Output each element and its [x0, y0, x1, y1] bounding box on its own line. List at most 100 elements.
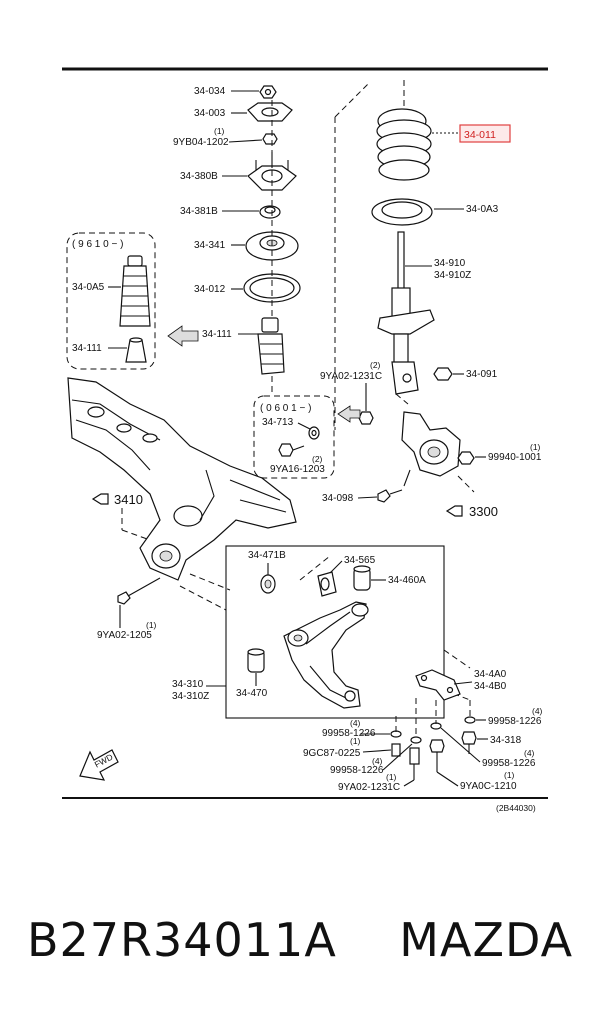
qty-9yb04: (1)	[214, 126, 225, 136]
qty-99958-d: (4)	[372, 756, 383, 766]
control-arm-box	[225, 545, 445, 719]
qty-99940: (1)	[530, 442, 541, 452]
bushing-34-565[interactable]	[317, 571, 337, 597]
label-34-012[interactable]: 34-012	[194, 284, 226, 295]
qty-9gc87: (1)	[350, 736, 361, 746]
label-34-310[interactable]: 34-310	[172, 679, 204, 690]
qty-9ya0c: (1)	[504, 770, 515, 780]
bolt-9ya16-1203[interactable]	[278, 443, 305, 457]
range-9610: ( 9 6 1 0 − )	[72, 239, 123, 250]
bolt-9ya02-1231c[interactable]	[358, 383, 374, 425]
bushing-34-470[interactable]	[247, 648, 265, 673]
label-34-310z[interactable]: 34-310Z	[172, 691, 209, 702]
label-34-565[interactable]: 34-565	[344, 555, 376, 566]
parts-diagram: (2B44030) 34-034 34-003 (1) 9YB04-1202 3…	[62, 67, 548, 813]
qty-9ya02-1205: (1)	[146, 620, 157, 630]
bushing-34-460a[interactable]	[353, 565, 371, 591]
qty-99958-a: (4)	[532, 706, 543, 716]
strut-34-910[interactable]	[377, 231, 435, 395]
bolt-34-098[interactable]	[377, 489, 403, 503]
label-34-318[interactable]: 34-318	[490, 735, 522, 746]
bolt-9ya0c-1210[interactable]	[429, 739, 445, 772]
qty-9ya16: (2)	[312, 454, 323, 464]
ref-arrow-3410[interactable]	[91, 493, 109, 505]
label-34-0a5[interactable]: 34-0A5	[72, 282, 105, 293]
control-arm-34-310[interactable]	[283, 601, 369, 709]
label-34-003[interactable]: 34-003	[194, 108, 226, 119]
qty-99958-b: (4)	[524, 748, 535, 758]
range-0601: ( 0 6 0 1 − )	[260, 403, 311, 414]
washer-34-471b[interactable]	[260, 574, 276, 594]
mount-34-380b[interactable]	[247, 152, 297, 191]
label-34-910[interactable]: 34-910	[434, 258, 466, 269]
label-9ya02-1231c-b[interactable]: 9YA02-1231C	[338, 782, 400, 793]
washer-99958-a[interactable]	[464, 716, 476, 724]
label-34-098[interactable]: 34-098	[322, 493, 354, 504]
label-34-4b0[interactable]: 34-4B0	[474, 681, 507, 692]
washer-34-713[interactable]	[308, 426, 320, 440]
label-34-341[interactable]: 34-341	[194, 240, 226, 251]
label-9ya0c-1210[interactable]: 9YA0C-1210	[460, 781, 517, 792]
crossmember	[67, 377, 297, 581]
ref-3300[interactable]: 3300	[469, 504, 498, 519]
qty-9ya02-1231c: (2)	[370, 360, 381, 370]
label-34-011[interactable]: 34-011	[464, 129, 496, 141]
insulator-34-012[interactable]	[243, 273, 301, 303]
bolt-9ya02-1205[interactable]	[117, 577, 161, 605]
plate-34-003[interactable]	[247, 102, 293, 122]
bolt-9ya02-1231c-b[interactable]	[409, 747, 420, 780]
label-9ya02-1231c[interactable]: 9YA02-1231C	[320, 371, 382, 382]
label-34-713[interactable]: 34-713	[262, 417, 294, 428]
washer-99958-d[interactable]	[410, 736, 422, 744]
inset-9610	[66, 232, 156, 370]
label-99940-1001[interactable]: 99940-1001	[488, 452, 542, 463]
label-34-470[interactable]: 34-470	[236, 688, 268, 699]
hatched-arrow-left	[167, 325, 199, 347]
label-34-380b[interactable]: 34-380B	[180, 171, 218, 182]
bump-stop-34-111[interactable]	[257, 317, 285, 375]
bearing-34-381b[interactable]	[259, 205, 281, 219]
label-34-034[interactable]: 34-034	[194, 86, 226, 97]
knuckle	[401, 411, 461, 487]
spring-seat-34-0a3[interactable]	[371, 198, 433, 226]
nut-34-091[interactable]	[433, 367, 453, 381]
label-99958-1226-c[interactable]: 99958-1226	[322, 728, 376, 739]
label-9yb04-1202[interactable]: 9YB04-1202	[173, 137, 229, 148]
grease-fitting-9gc87[interactable]	[391, 743, 401, 757]
part-number: B27R34011A	[26, 913, 337, 967]
label-34-910z[interactable]: 34-910Z	[434, 270, 471, 281]
nut-34-034[interactable]	[259, 85, 277, 99]
bump-stop-34-111-left[interactable]	[125, 337, 147, 363]
label-99958-1226-b[interactable]: 99958-1226	[482, 758, 536, 769]
label-34-460a[interactable]: 34-460A	[388, 575, 426, 586]
dust-boot-34-0a5[interactable]	[119, 255, 151, 327]
highlight-34-011	[459, 124, 511, 143]
label-34-4a0[interactable]: 34-4A0	[474, 669, 507, 680]
nut-99940-1001[interactable]	[457, 451, 475, 465]
ref-3410[interactable]: 3410	[114, 492, 143, 507]
nut-9yb04-1202[interactable]	[262, 133, 278, 145]
bracket-34-4a0[interactable]	[415, 669, 461, 701]
brand-name: MAZDA	[399, 913, 574, 967]
bolt-34-318[interactable]	[461, 731, 477, 754]
label-34-111[interactable]: 34-111	[202, 329, 232, 340]
hatched-arrow-mid	[337, 405, 361, 423]
label-9gc87-0225[interactable]: 9GC87-0225	[303, 748, 361, 759]
caption: B27R34011A MAZDA	[0, 905, 600, 975]
label-34-471b[interactable]: 34-471B	[248, 550, 286, 561]
label-34-381b[interactable]: 34-381B	[180, 206, 218, 217]
diagram-ref-code: (2B44030)	[496, 803, 536, 813]
coil-spring-34-011[interactable]	[376, 108, 432, 181]
label-34-091[interactable]: 34-091	[466, 369, 498, 380]
ref-arrow-3300[interactable]	[445, 505, 463, 517]
inset-0601	[253, 395, 335, 479]
label-34-0a3[interactable]: 34-0A3	[466, 204, 499, 215]
label-9ya16-1203[interactable]: 9YA16-1203	[270, 464, 325, 475]
label-9ya02-1205[interactable]: 9YA02-1205	[97, 630, 152, 641]
qty-9ya02-1231c-b: (1)	[386, 772, 397, 782]
label-34-111-left[interactable]: 34-111	[72, 343, 102, 354]
label-99958-1226-d[interactable]: 99958-1226	[330, 765, 384, 776]
qty-99958-c: (4)	[350, 718, 361, 728]
label-99958-1226-a[interactable]: 99958-1226	[488, 716, 542, 727]
fwd-arrow-icon: FWD	[79, 749, 119, 781]
